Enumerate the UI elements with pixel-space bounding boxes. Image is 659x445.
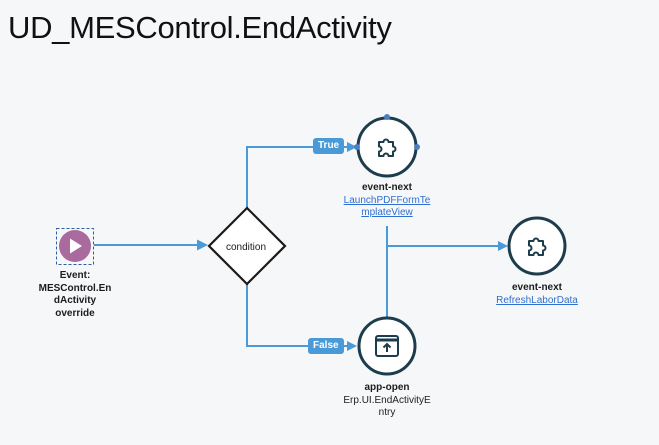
refresh-labor-kind: event-next bbox=[511, 282, 562, 293]
arrow-to-condition bbox=[197, 239, 208, 251]
launch-pdf-node[interactable] bbox=[354, 114, 420, 178]
false-branch-badge: False bbox=[308, 338, 344, 354]
app-open-target-line: Erp.UI.EndActivityE bbox=[343, 394, 431, 406]
puzzle-icon bbox=[378, 138, 397, 157]
launch-pdf-kind: event-next bbox=[361, 182, 412, 193]
start-event-kind: Event: bbox=[59, 270, 91, 281]
arrow-to-app-open bbox=[347, 341, 357, 351]
refresh-labor-circle bbox=[507, 216, 567, 276]
condition-node[interactable]: condition bbox=[207, 206, 287, 286]
condition-label: condition bbox=[226, 242, 266, 253]
launch-pdf-link-line[interactable]: LaunchPDFFormTe bbox=[343, 194, 431, 206]
play-icon bbox=[70, 238, 82, 254]
page-title: UD_MESControl.EndActivity bbox=[8, 10, 392, 45]
refresh-labor-node[interactable] bbox=[507, 216, 567, 276]
start-event-selection bbox=[56, 228, 94, 265]
launch-pdf-label: event-next LaunchPDFFormTe mplateView bbox=[327, 182, 447, 220]
connector-condition-false bbox=[246, 283, 348, 347]
launch-pdf-circle bbox=[356, 116, 418, 178]
connectors bbox=[94, 146, 500, 347]
connector-arrows bbox=[197, 142, 508, 351]
connection-handle-left[interactable] bbox=[354, 144, 360, 150]
refresh-labor-label: event-next RefreshLaborData bbox=[477, 282, 597, 307]
start-event-target-line: override bbox=[55, 307, 95, 319]
arrow-to-launch-pdf bbox=[347, 142, 357, 152]
refresh-labor-link[interactable]: RefreshLaborData bbox=[496, 294, 578, 306]
arrow-to-refresh bbox=[498, 241, 508, 251]
condition-diamond bbox=[207, 206, 287, 286]
true-branch-badge: True bbox=[313, 138, 345, 154]
start-event-target-line: MESControl.En bbox=[38, 282, 112, 294]
launch-pdf-link-line[interactable]: mplateView bbox=[361, 207, 413, 218]
app-open-node[interactable] bbox=[357, 316, 417, 376]
connection-handle-right[interactable] bbox=[414, 144, 420, 150]
start-event-label: Event: MESControl.En dActivity override bbox=[25, 270, 125, 320]
start-event-node[interactable] bbox=[56, 228, 94, 265]
app-open-kind: app-open bbox=[364, 382, 410, 393]
start-event-target-line: dActivity bbox=[53, 295, 97, 306]
app-open-target-line: ntry bbox=[378, 407, 396, 418]
open-window-icon bbox=[375, 335, 399, 357]
puzzle-icon bbox=[528, 237, 547, 256]
connection-handle-top[interactable] bbox=[384, 114, 390, 120]
app-open-label: app-open Erp.UI.EndActivityE ntry bbox=[322, 382, 452, 420]
